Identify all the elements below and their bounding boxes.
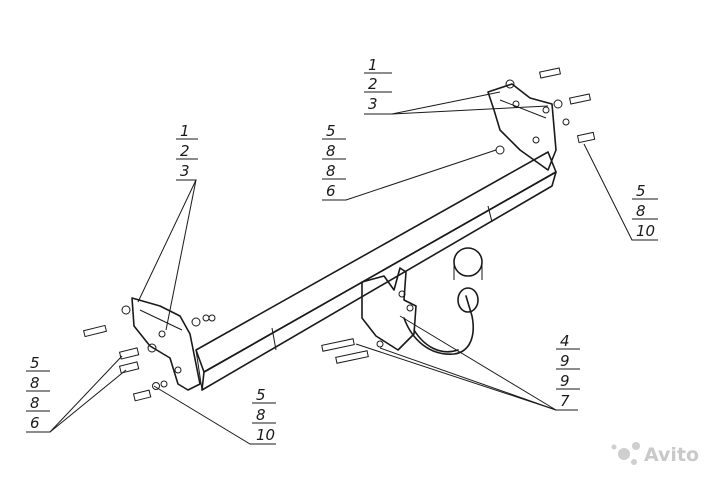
callout-top-right: 1 2 3 [364, 56, 392, 113]
callout-label: 5 [636, 182, 646, 200]
callout-label: 8 [326, 142, 336, 160]
callout-label: 9 [560, 372, 570, 390]
callout-label: 3 [368, 95, 378, 113]
callout-label: 6 [326, 182, 336, 200]
left-bracket [131, 297, 201, 391]
callout-label: 8 [636, 202, 646, 220]
callout-label: 1 [368, 56, 378, 74]
callout-label: 2 [180, 142, 190, 160]
tow-ball-mount [361, 247, 483, 355]
callout-label: 8 [30, 374, 40, 392]
callout-label: 8 [326, 162, 336, 180]
right-bracket [487, 83, 557, 171]
callout-label: 8 [30, 394, 40, 412]
callout-center-upper: 5 8 8 6 [322, 122, 346, 200]
callout-label: 3 [180, 162, 190, 180]
callout-right-upper: 5 8 10 [632, 182, 658, 240]
callout-label: 10 [636, 222, 655, 240]
leader-lines [26, 91, 658, 445]
callout-label: 5 [326, 122, 336, 140]
callout-left-lower: 5 8 8 6 [26, 354, 50, 432]
callout-label: 2 [368, 75, 378, 93]
callout-label: 8 [256, 406, 266, 424]
callout-label: 4 [560, 332, 570, 350]
avito-logo-icon [618, 448, 630, 460]
callout-label: 1 [180, 122, 190, 140]
avito-watermark: Avito [611, 442, 699, 466]
cross-beam [195, 151, 557, 391]
callout-label: 5 [256, 386, 266, 404]
callout-bottom-right: 4 9 9 7 [556, 332, 580, 410]
callout-label: 6 [30, 414, 40, 432]
callout-left-mid: 1 2 3 [176, 122, 198, 180]
watermark-text: Avito [644, 444, 699, 466]
callout-label: 10 [256, 426, 275, 444]
callout-label: 5 [30, 354, 40, 372]
callout-label: 9 [560, 352, 570, 370]
fasteners [82, 67, 596, 402]
callout-bottom-center: 5 8 10 [252, 386, 276, 444]
callout-label: 7 [560, 392, 570, 410]
